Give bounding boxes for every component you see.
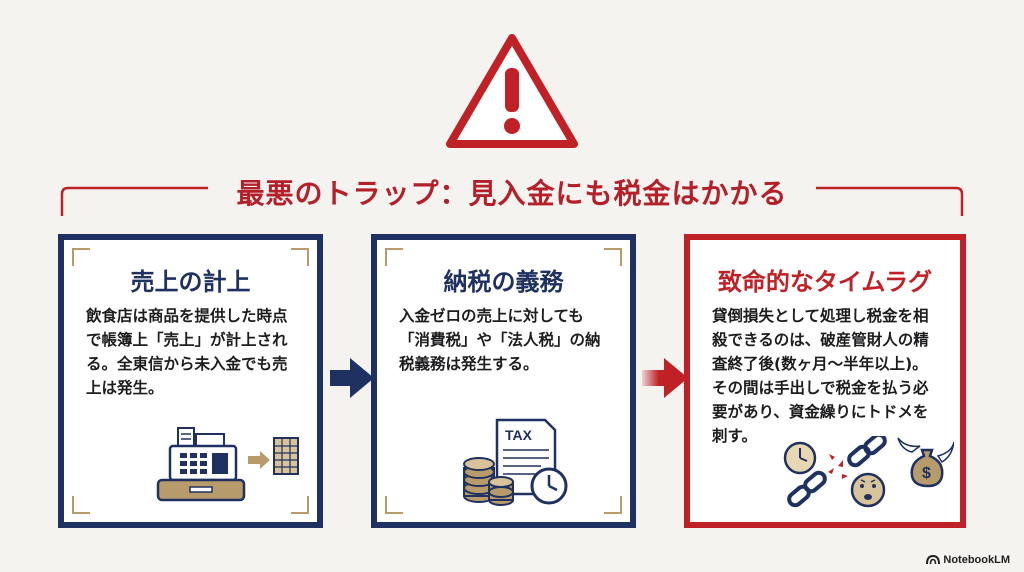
corner-ornament [604, 248, 622, 266]
card-body: 入金ゼロの売上に対しても「消費税」や「法人税」の納税義務は発生する。 [399, 307, 601, 373]
card-heading: 納税の義務 [443, 268, 564, 296]
card-body: 飲食店は商品を提供した時点で帳簿上「売上」が計上される。全東信から未入金でも売上… [86, 307, 288, 397]
title-bracket [60, 186, 964, 216]
flow-arrow [642, 358, 688, 398]
tax-label: TAX [505, 427, 533, 443]
corner-ornament [604, 496, 622, 514]
money-symbol: $ [922, 465, 931, 482]
tax-document-icon: TAX [463, 418, 568, 506]
corner-ornament [72, 248, 90, 266]
card-revenue: 売上の計上 飲食店は商品を提供した時点で帳簿上「売上」が計上される。全東信から未… [58, 234, 323, 528]
card-body: 貸倒損失として処理し税金を相殺できるのは、破産管財人の精査終了後(数ヶ月〜半年以… [712, 307, 929, 445]
corner-ornament [385, 496, 403, 514]
cash-register-icon [156, 427, 299, 502]
card-tax-obligation: 納税の義務 入金ゼロの売上に対しても「消費税」や「法人税」の納税義務は発生する。… [371, 234, 636, 528]
page-title: 最悪のトラップ：見入金にも税金はかかる [236, 177, 788, 210]
flow-arrow [330, 358, 374, 398]
card-time-lag: 致命的なタイムラグ 貸倒損失として処理し税金を相殺できるのは、破産管財人の精査終… [684, 234, 966, 528]
card-heading: 売上の計上 [130, 268, 251, 296]
warning-icon [446, 34, 578, 148]
brand-label: NotebookLM [943, 554, 1010, 566]
corner-ornament [291, 496, 309, 514]
broken-chain-icon: $ [783, 436, 954, 508]
card-heading: 致命的なタイムラグ [717, 268, 933, 296]
corner-ornament [291, 248, 309, 266]
corner-ornament [72, 496, 90, 514]
notebooklm-logo-icon [926, 554, 941, 565]
brand-watermark: NotebookLM [926, 554, 1010, 566]
corner-ornament [385, 248, 403, 266]
